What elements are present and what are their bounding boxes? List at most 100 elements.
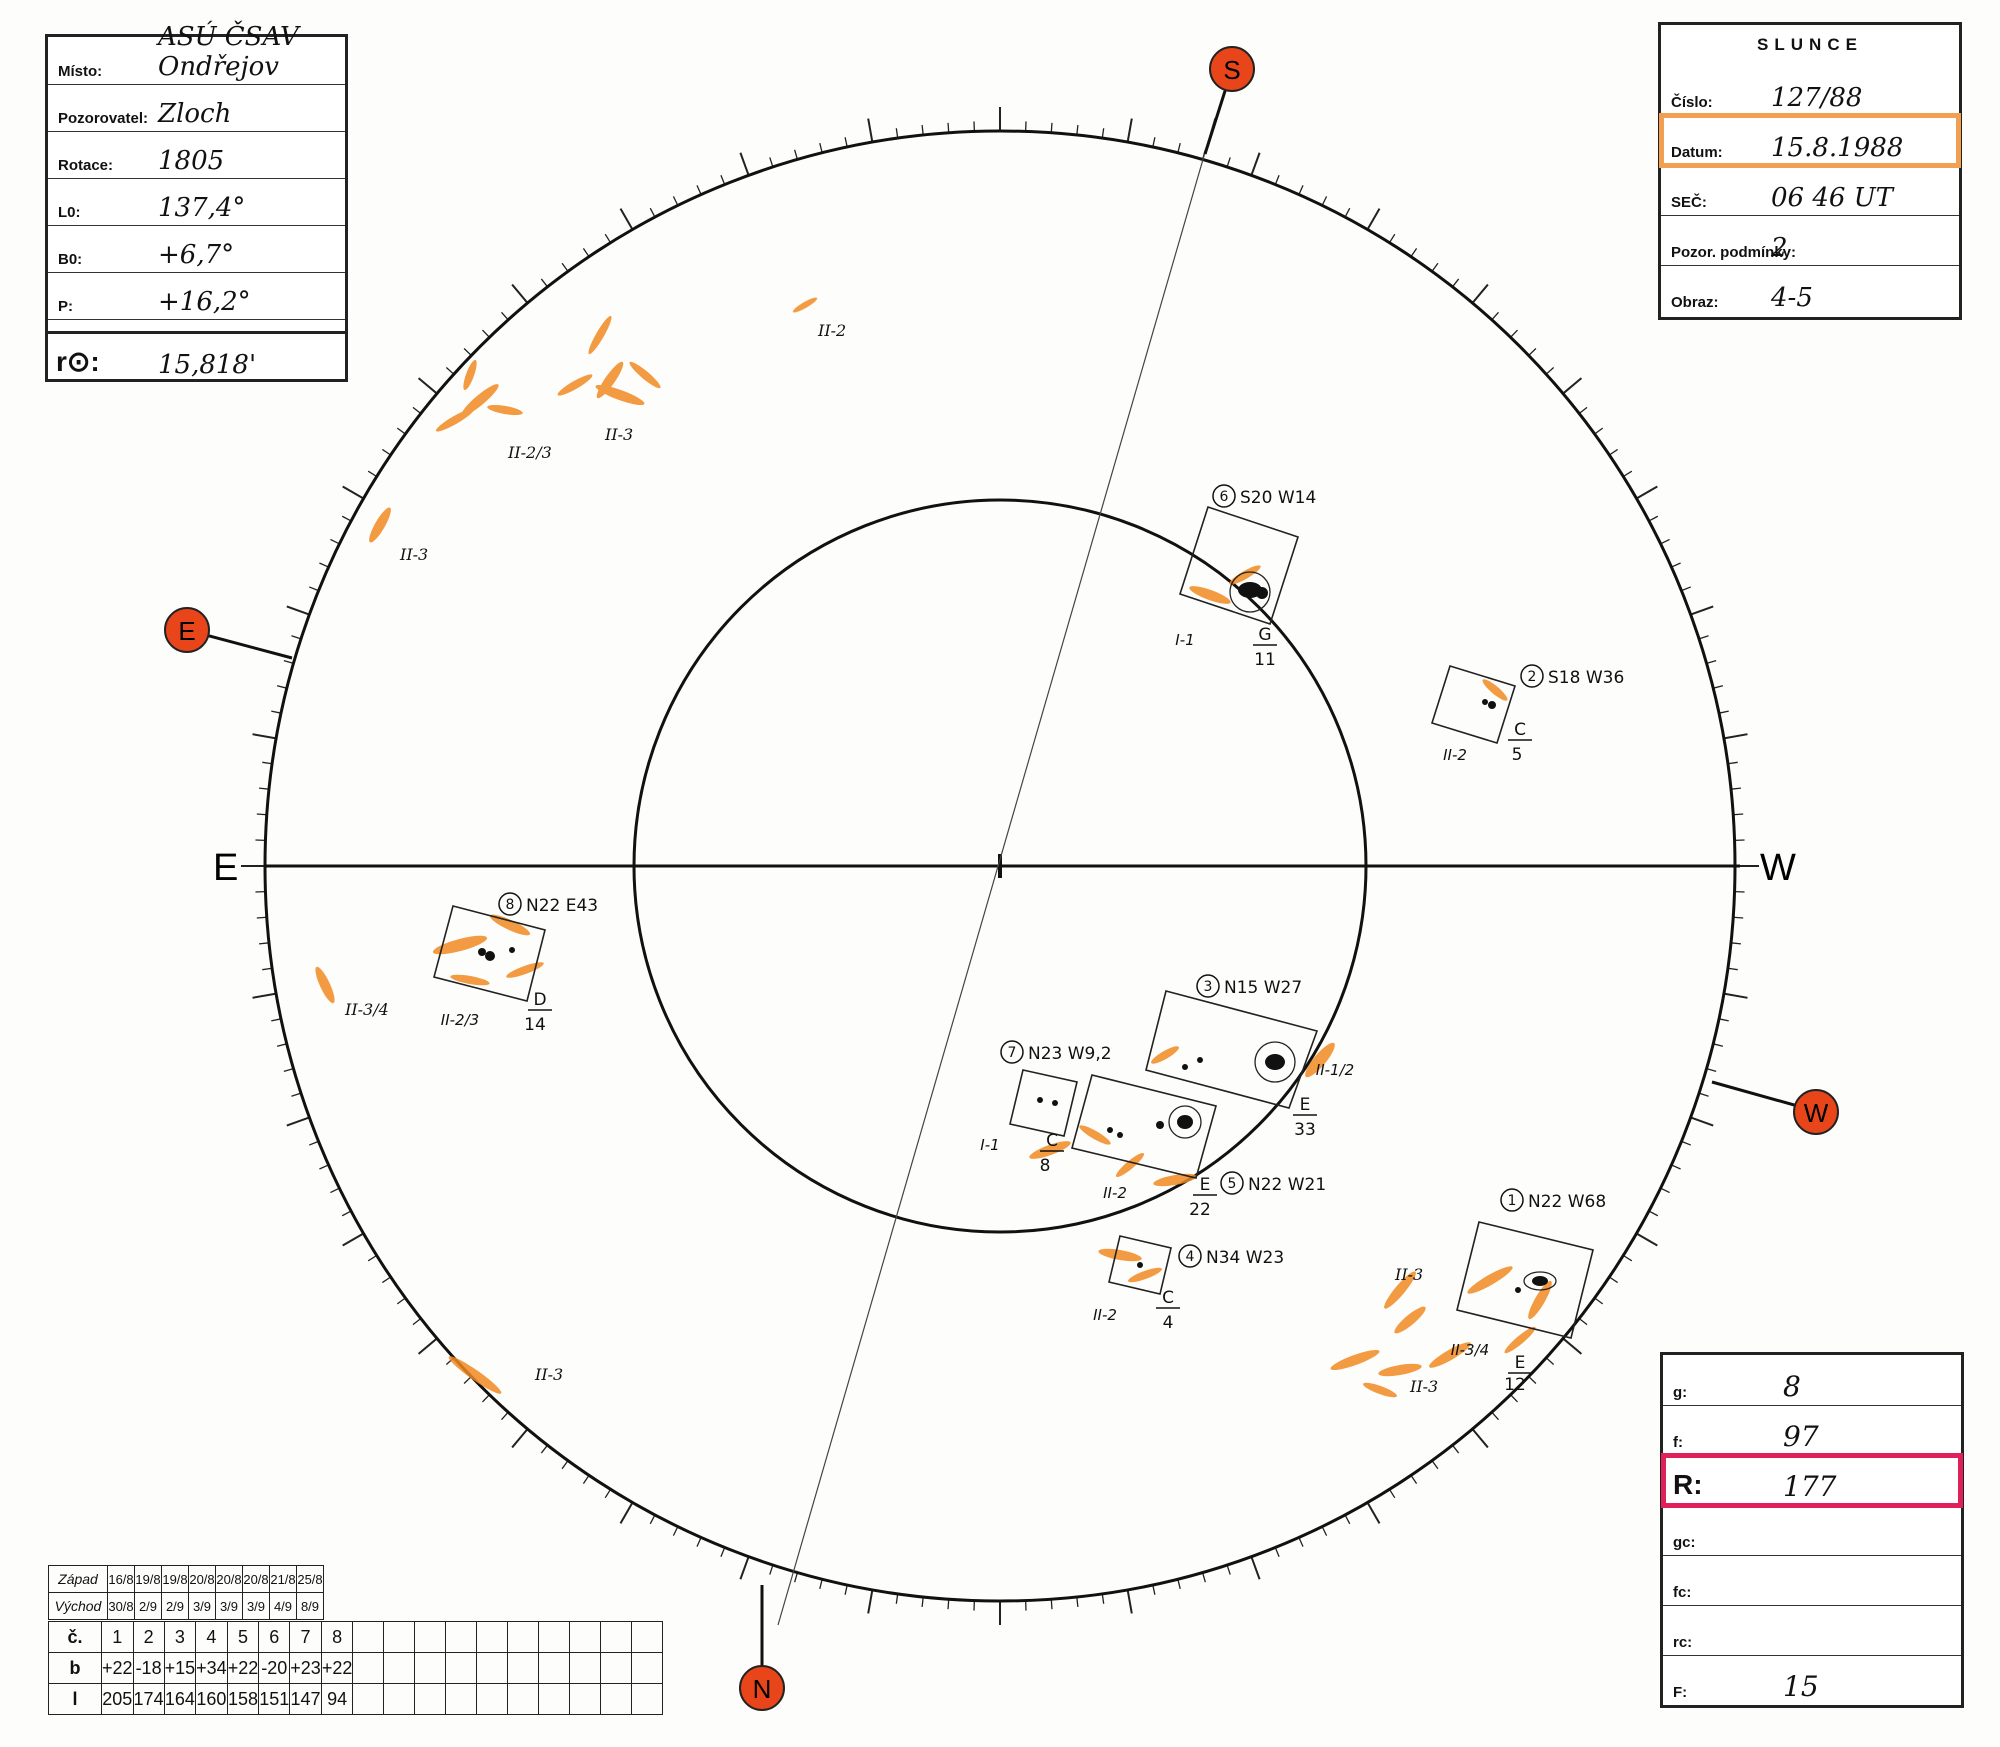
limb-tick: [1226, 157, 1231, 168]
limb-tick: [947, 1599, 950, 1610]
group-coordinates: N23 W9,2: [1028, 1044, 1112, 1064]
limb-tick: [262, 967, 273, 971]
limb-tick: [1152, 137, 1156, 148]
group-coordinates: N22 W68: [1528, 1192, 1606, 1212]
limb-tick: [561, 1460, 569, 1470]
limb-tick: [582, 248, 590, 258]
limb-tick: [1706, 660, 1717, 665]
stats-label: R:: [1673, 1469, 1703, 1500]
slunce-label: Číslo:: [1671, 94, 1713, 111]
limb-tick: [291, 1092, 302, 1097]
limb-tick: [1594, 427, 1604, 435]
limb-tick: [1562, 1337, 1583, 1355]
group-type: II-2/3: [441, 1011, 479, 1029]
observation-row: B0:+6,7°: [48, 225, 345, 273]
r0-value: 15,818': [158, 350, 257, 380]
table-cell: [569, 1652, 602, 1684]
limb-tick: [276, 685, 287, 689]
slunce-row: Pozor. podmínky:2: [1661, 215, 1959, 266]
table-cell: [600, 1683, 633, 1715]
limb-tick: [1410, 1474, 1418, 1484]
slunce-value: 127/88: [1771, 83, 1863, 113]
limb-tick: [463, 348, 472, 356]
west-row-label: Západ: [48, 1565, 108, 1593]
limb-tick: [696, 185, 702, 195]
west-row-cell: 19/8: [134, 1565, 162, 1593]
limb-tick: [256, 813, 267, 816]
slunce-row: Číslo: 127/88: [1661, 65, 1959, 116]
limb-tick: [482, 1394, 490, 1403]
limb-tick: [1608, 1276, 1618, 1284]
faculae: [315, 297, 1552, 1398]
limb-tick: [319, 562, 329, 568]
limb-tick: [1410, 248, 1418, 258]
group-number-circle: [1196, 974, 1220, 998]
table-cell: +22: [320, 1652, 354, 1684]
table-row-label: b: [48, 1652, 102, 1684]
table-cell: +23: [289, 1652, 322, 1684]
limb-tick: [1690, 605, 1714, 616]
observation-row: P:+16,2°: [48, 272, 345, 320]
limb-tick: [696, 1537, 702, 1547]
limb-tick: [1298, 1537, 1304, 1547]
limb-tick: [396, 1297, 406, 1305]
group-box-3: [1145, 990, 1319, 1109]
limb-tick: [445, 367, 455, 375]
west-marker: [1793, 1089, 1839, 1135]
stats-value: 177: [1783, 1470, 1837, 1503]
limb-tick: [1713, 1043, 1724, 1047]
south-marker: [1209, 46, 1255, 92]
group-number-circle: [1212, 484, 1236, 508]
table-row-label: č.: [48, 1621, 102, 1653]
r0-label: r⊙:: [56, 346, 100, 377]
west-row-cell: 25/8: [296, 1565, 324, 1593]
group-number-circle: [498, 892, 522, 916]
observation-value: 137,4°: [158, 193, 246, 223]
table-cell: [383, 1652, 416, 1684]
slunce-label: SEČ:: [1671, 194, 1707, 211]
group-number: 1: [1508, 1193, 1517, 1209]
table-cell: 1: [101, 1621, 134, 1653]
table-cell: 8: [320, 1621, 354, 1653]
limb-tick: [1274, 1547, 1280, 1557]
limb-tick: [367, 470, 378, 478]
east-row-cell: 30/8: [107, 1592, 135, 1620]
limb-tick: [540, 1444, 549, 1454]
observation-label: Rotace:: [58, 157, 114, 174]
east-label: E: [178, 616, 195, 646]
limb-tick: [1050, 122, 1053, 133]
table-cell: [507, 1683, 540, 1715]
table-cell: [414, 1652, 447, 1684]
group-box-1: [1456, 1221, 1594, 1339]
limb-tick: [1545, 1357, 1555, 1365]
south-label: S: [1223, 55, 1240, 85]
table-cell: [538, 1621, 571, 1653]
slunce-value: 06 46 UT: [1771, 183, 1893, 213]
limb-tick: [1690, 1116, 1714, 1127]
limb-tick: [1636, 485, 1658, 500]
group-box-5: [1071, 1074, 1217, 1179]
limb-tick: [794, 1572, 799, 1583]
group-spot-count: 33: [1294, 1120, 1316, 1140]
stats-label: g:: [1673, 1384, 1688, 1401]
table-cell: [414, 1621, 447, 1653]
east-row-cell: 2/9: [161, 1592, 189, 1620]
limb-tick: [604, 233, 612, 244]
limb-tick: [1126, 118, 1133, 143]
table-cell: [383, 1683, 416, 1715]
limb-tick: [1321, 1526, 1328, 1536]
limb-tick: [1076, 125, 1079, 136]
table-cell: [414, 1683, 447, 1715]
group-box-7: [1009, 1069, 1078, 1137]
limb-tick: [1727, 967, 1738, 971]
limb-tick: [309, 1140, 319, 1146]
limb-tick: [482, 329, 490, 338]
stats-row: g:8: [1663, 1355, 1961, 1406]
table-cell: -20: [258, 1652, 291, 1684]
limb-tick: [1451, 1444, 1460, 1454]
stats-row: rc:: [1663, 1605, 1961, 1656]
observation-value: ASÚ ČSAV Ondřejov: [158, 22, 299, 82]
table-cell: 158: [226, 1683, 260, 1715]
